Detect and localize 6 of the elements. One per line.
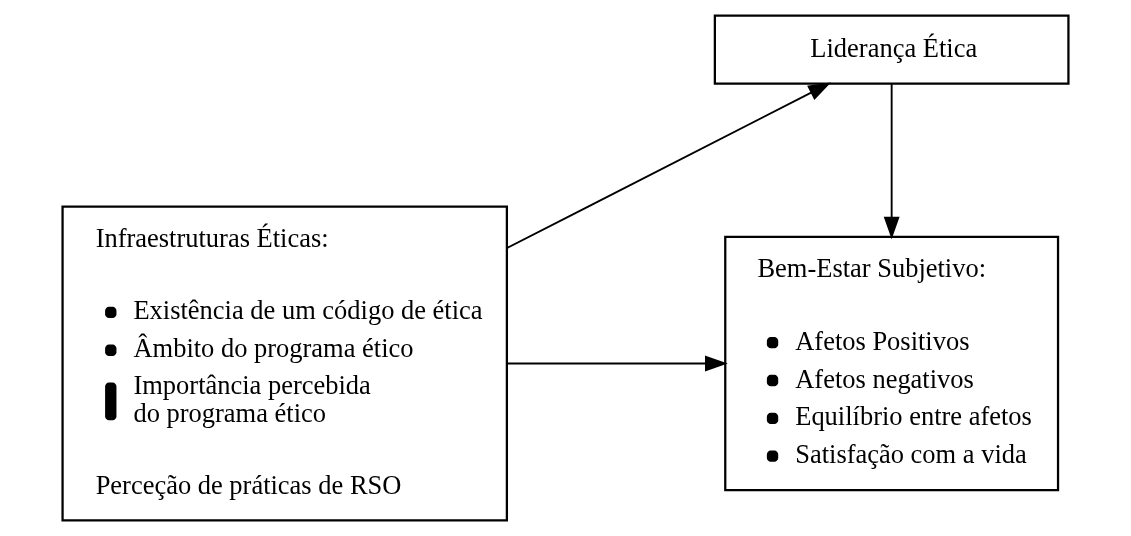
arrow [506, 82, 831, 249]
node-box: Bem-Estar Subjetivo: Afetos Positivos Afetos negativos Equilíbrio entre afetos Satisfação com a vida [724, 235, 1060, 492]
arrow [883, 83, 900, 240]
arrow [506, 355, 728, 372]
node-box: Infraestruturas Éticas: Existência de um código de ética Âmbito do programa ético Importância percebida do programa ético Perceção de práticas de RSO [61, 205, 509, 522]
node-box: Liderança Ética [713, 14, 1070, 85]
